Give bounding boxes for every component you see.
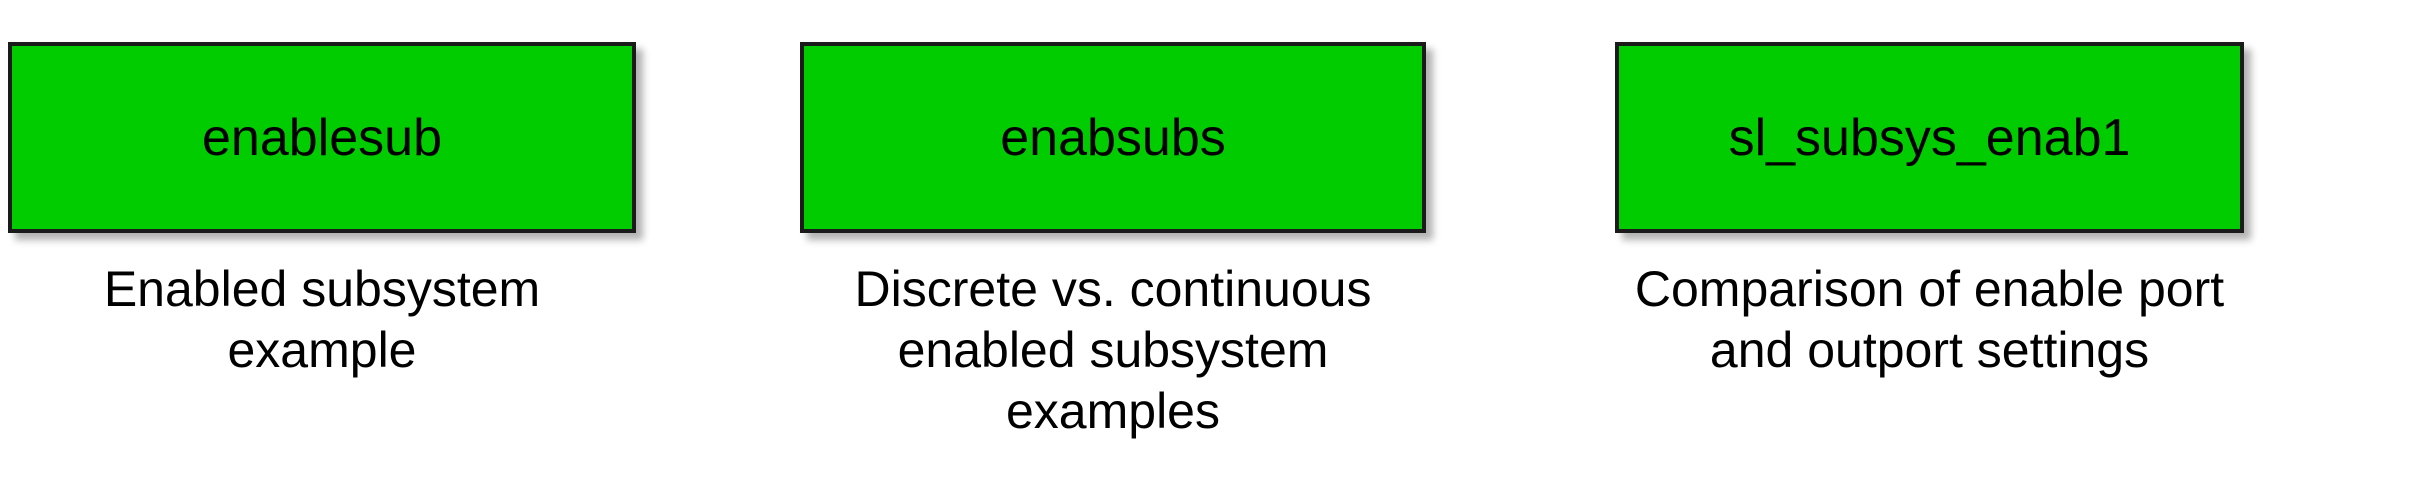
model-block-enabsubs[interactable]: enabsubs xyxy=(800,42,1426,233)
model-caption: Enabled subsystem example xyxy=(8,259,636,381)
model-entry-sl-subsys-enab1: sl_subsys_enab1 Comparison of enable por… xyxy=(1615,42,2244,381)
model-block-label: enablesub xyxy=(202,108,442,167)
caption-line: example xyxy=(227,322,417,378)
caption-line: Discrete vs. continuous xyxy=(854,261,1372,317)
model-entry-enabsubs: enabsubs Discrete vs. continuous enabled… xyxy=(800,42,1426,442)
model-caption: Discrete vs. continuous enabled subsyste… xyxy=(800,259,1426,442)
model-block-label: enabsubs xyxy=(1000,108,1226,167)
caption-line: enabled subsystem xyxy=(897,322,1329,378)
caption-line: examples xyxy=(1006,383,1220,439)
model-block-label: sl_subsys_enab1 xyxy=(1728,108,2131,167)
model-block-enablesub[interactable]: enablesub xyxy=(8,42,636,233)
caption-line: and outport settings xyxy=(1709,322,2150,378)
model-block-sl-subsys-enab1[interactable]: sl_subsys_enab1 xyxy=(1615,42,2244,233)
caption-line: Comparison of enable port xyxy=(1634,261,2225,317)
model-caption: Comparison of enable port and outport se… xyxy=(1615,259,2244,381)
model-entry-enablesub: enablesub Enabled subsystem example xyxy=(8,42,636,381)
caption-line: Enabled subsystem xyxy=(103,261,541,317)
